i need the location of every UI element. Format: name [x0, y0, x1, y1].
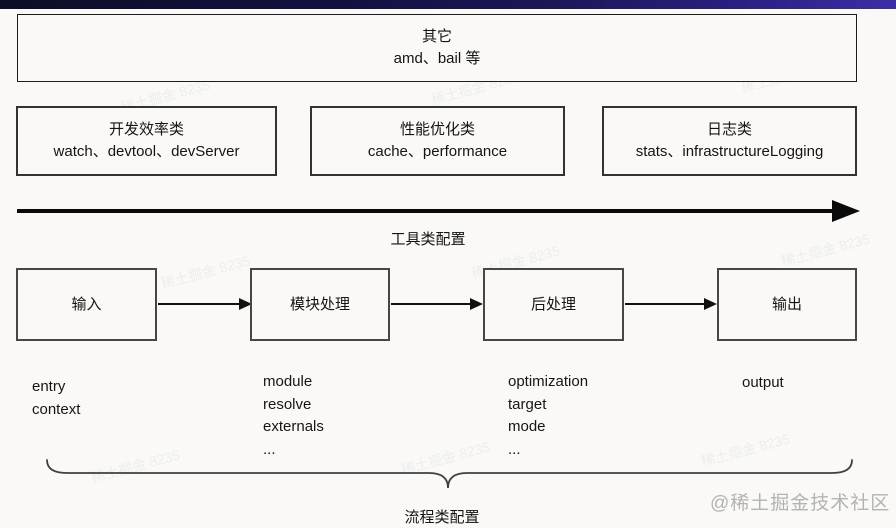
flow-step-input-label: 输入: [71, 295, 102, 313]
flow-connector-arrow-icon: [158, 298, 252, 310]
other-category-items: amd、bail 等: [393, 50, 481, 67]
other-category-title: 其它: [421, 28, 452, 45]
flow-step-output-label: 输出: [771, 295, 802, 313]
logging-title: 日志类: [706, 121, 752, 138]
prop-item: resolve: [263, 395, 312, 413]
tool-config-arrow-icon: [17, 200, 860, 222]
postprocess-props-list: optimization target mode ...: [508, 371, 588, 461]
logging-box: 日志类 stats、infrastructureLogging: [602, 106, 857, 176]
prop-item: externals: [263, 418, 324, 435]
logging-items: stats、infrastructureLogging: [635, 143, 824, 160]
prop-item: ...: [508, 440, 521, 458]
tiled-watermark: 稀土掘金 8235: [89, 446, 182, 486]
prop-item: target: [508, 395, 547, 413]
module-props-list: module resolve externals ...: [263, 371, 324, 461]
performance-box: 性能优化类 cache、performance: [310, 106, 565, 176]
tiled-watermark: 稀土掘金 8235: [699, 430, 792, 470]
juejin-credit-watermark: @稀土掘金技术社区: [710, 493, 891, 514]
prop-item: mode: [508, 418, 546, 435]
prop-item: optimization: [508, 373, 589, 390]
prop-item: ...: [263, 440, 276, 458]
dev-efficiency-title: 开发效率类: [108, 121, 184, 138]
flow-step-module-box: 模块处理: [250, 268, 390, 341]
tool-config-label: 工具类配置: [390, 231, 466, 248]
other-category-box: 其它 amd、bail 等: [17, 14, 857, 82]
dev-efficiency-box: 开发效率类 watch、devtool、devServer: [16, 106, 277, 176]
tiled-watermark: 稀土掘金 8235: [159, 252, 252, 292]
dev-efficiency-items: watch、devtool、devServer: [53, 143, 240, 160]
prop-item: entry: [32, 378, 66, 395]
top-gradient-bar: [0, 0, 896, 9]
flow-step-output-box: 输出: [717, 268, 857, 341]
tiled-watermark: 稀土掘金 8235: [399, 438, 492, 478]
flow-step-module-label: 模块处理: [289, 295, 350, 313]
flow-step-input-box: 输入: [16, 268, 157, 341]
output-props-list: output: [742, 372, 784, 395]
flow-step-postprocess-label: 后处理: [530, 295, 576, 313]
prop-item: context: [32, 400, 81, 418]
prop-item: output: [742, 374, 784, 391]
flow-connector-arrow-icon: [625, 298, 717, 310]
performance-title: 性能优化类: [399, 121, 475, 138]
input-props-list: entry context: [32, 376, 80, 421]
performance-items: cache、performance: [367, 143, 508, 160]
prop-item: module: [263, 373, 313, 390]
flow-step-postprocess-box: 后处理: [483, 268, 624, 341]
flow-config-label: 流程类配置: [404, 509, 480, 526]
flow-connector-arrow-icon: [391, 298, 483, 310]
